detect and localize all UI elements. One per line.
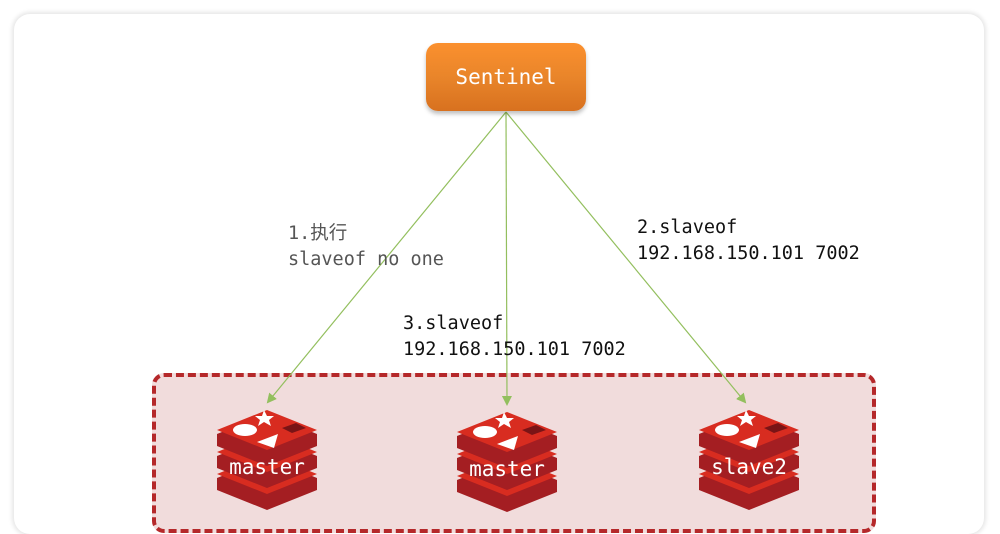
redis-logo-icon bbox=[699, 410, 799, 510]
sentinel-label: Sentinel bbox=[455, 65, 557, 89]
step-1-line-2: slaveof no one bbox=[288, 249, 444, 270]
step-1-label: 1.执行 slaveof no one bbox=[288, 221, 444, 273]
step-3-label: 3.slaveof 192.168.150.101 7002 bbox=[403, 311, 626, 363]
redis-node-2[interactable]: master bbox=[452, 410, 562, 514]
step-2-label: 2.slaveof 192.168.150.101 7002 bbox=[637, 215, 860, 267]
node-3-label: slave2 bbox=[711, 455, 787, 479]
step-1-line-1: 1.执行 bbox=[288, 223, 348, 244]
step-2-line-2: 192.168.150.101 7002 bbox=[637, 243, 860, 264]
sentinel-node[interactable]: Sentinel bbox=[426, 43, 586, 111]
redis-logo-icon bbox=[217, 410, 317, 510]
redis-logo-icon bbox=[457, 412, 557, 512]
redis-node-3[interactable]: slave2 bbox=[694, 408, 804, 512]
step-3-line-1: 3.slaveof bbox=[403, 313, 504, 334]
arrows-layer bbox=[266, 111, 747, 406]
step-2-line-1: 2.slaveof bbox=[637, 217, 738, 238]
node-1-label: master bbox=[229, 455, 305, 479]
node-2-label: master bbox=[469, 457, 545, 481]
step-3-line-2: 192.168.150.101 7002 bbox=[403, 339, 626, 360]
redis-node-1[interactable]: master bbox=[212, 408, 322, 512]
arrow-to-node-2 bbox=[501, 111, 512, 406]
arrow-to-node-3 bbox=[505, 111, 747, 404]
arrow-to-node-1 bbox=[266, 111, 507, 404]
